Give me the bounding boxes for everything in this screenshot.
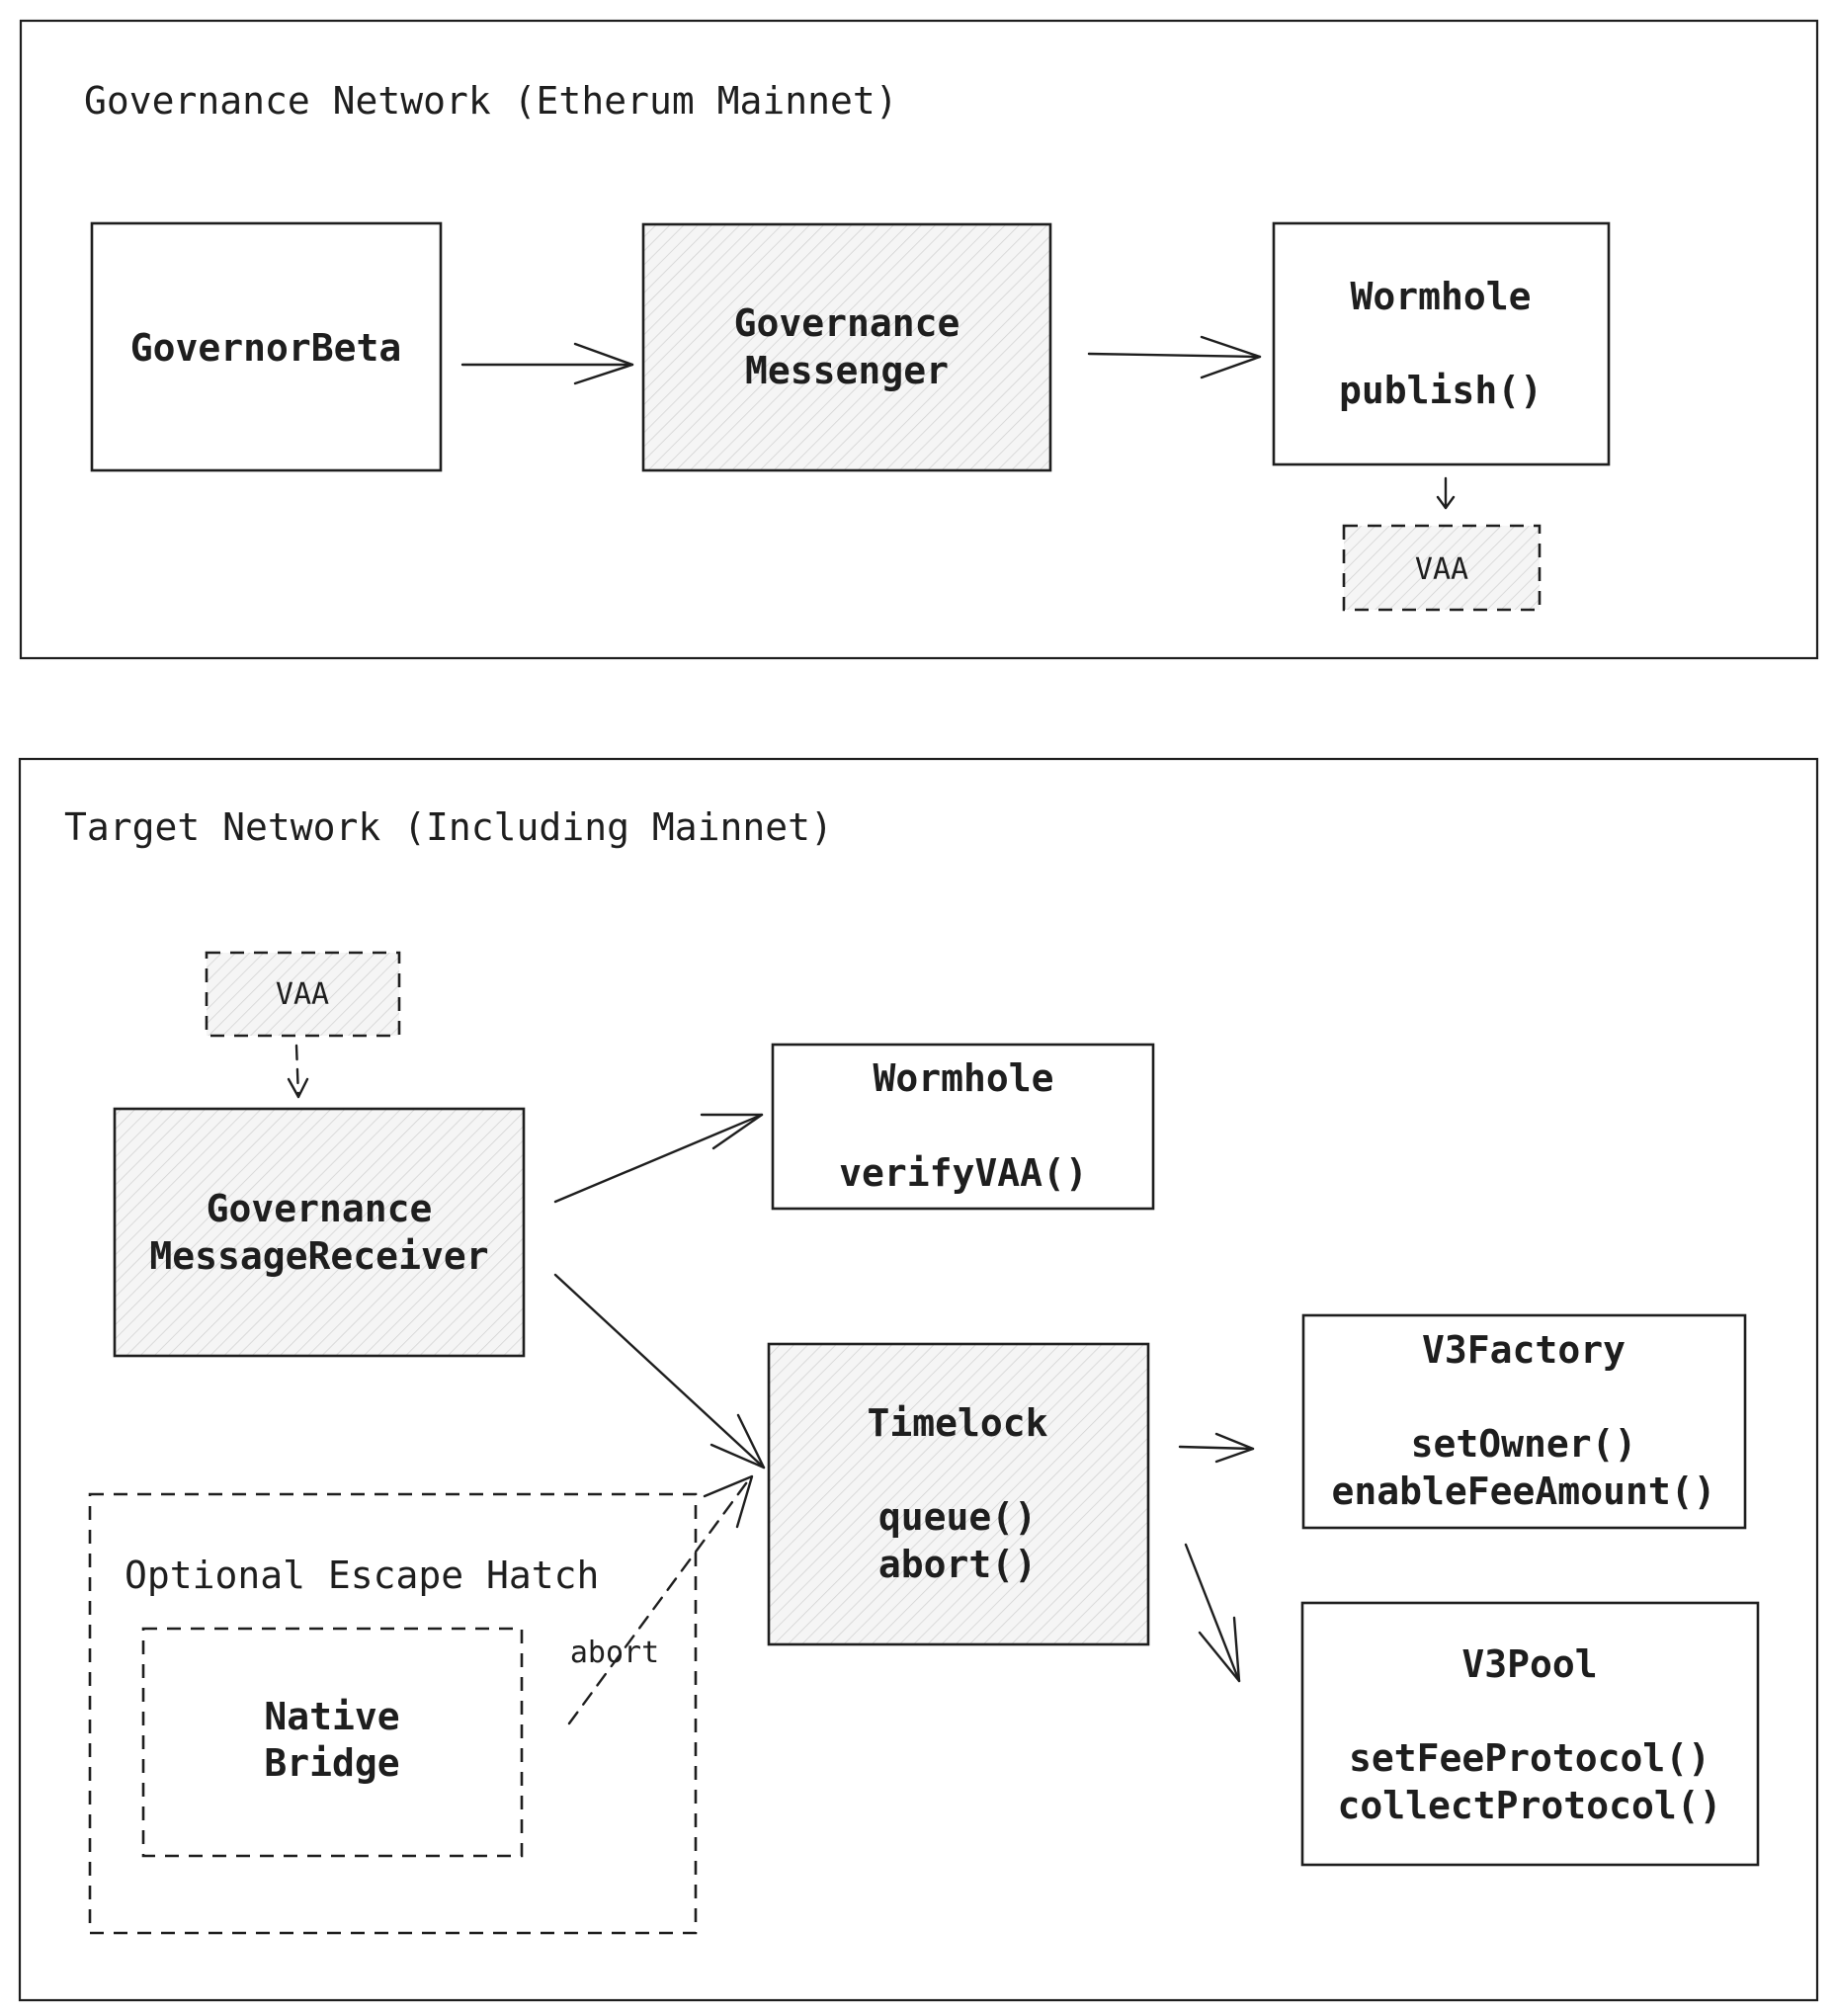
governance-message-receiver-node: Governance MessageReceiver bbox=[113, 1107, 526, 1358]
governance-messenger-node: Governance Messenger bbox=[641, 222, 1052, 472]
governance-messenger-label-line2: Messenger bbox=[745, 349, 949, 392]
v3pool-method-setfeeprotocol: setFeeProtocol() bbox=[1349, 1736, 1710, 1780]
governor-beta-box bbox=[90, 221, 443, 472]
governor-beta-label: GovernorBeta bbox=[130, 326, 402, 370]
governance-message-receiver-box bbox=[113, 1107, 526, 1358]
wormhole-publish-method: publish() bbox=[1339, 369, 1542, 412]
wormhole-verify-method: verifyVAA() bbox=[839, 1151, 1088, 1195]
arrow-bridge-to-timelock-abort bbox=[567, 1474, 754, 1725]
escape-hatch-group: Optional Escape Hatch Native Bridge abor… bbox=[88, 1492, 698, 1935]
arrow-timelock-to-v3factory bbox=[1178, 1432, 1255, 1464]
arrow-messenger-to-wormhole bbox=[1087, 335, 1262, 379]
vaa-output-label: VAA bbox=[1415, 552, 1468, 587]
governance-message-receiver-label-line1: Governance bbox=[207, 1187, 433, 1230]
vaa-output-box bbox=[1342, 524, 1542, 612]
timelock-method-abort: abort() bbox=[878, 1543, 1037, 1586]
timelock-method-queue: queue() bbox=[878, 1495, 1037, 1539]
v3pool-method-collectprotocol: collectProtocol() bbox=[1338, 1784, 1722, 1827]
v3pool-node: V3Pool setFeeProtocol() collectProtocol(… bbox=[1300, 1601, 1760, 1867]
governance-messenger-label-line1: Governance bbox=[734, 301, 960, 345]
vaa-output-node: VAA bbox=[1342, 524, 1542, 612]
target-network-frame bbox=[18, 757, 1819, 2002]
v3factory-method-enablefeeamount: enableFeeAmount() bbox=[1332, 1470, 1716, 1513]
vaa-input-label: VAA bbox=[276, 977, 329, 1012]
timelock-node: Timelock queue() abort() bbox=[767, 1342, 1150, 1646]
arrow-timelock-to-v3pool bbox=[1184, 1543, 1241, 1683]
wormhole-verify-node: Wormhole verifyVAA() bbox=[771, 1043, 1155, 1211]
v3factory-method-setowner: setOwner() bbox=[1411, 1422, 1637, 1466]
v3factory-name: V3Factory bbox=[1422, 1328, 1626, 1372]
v3pool-name: V3Pool bbox=[1461, 1642, 1597, 1686]
governance-network-panel: Governance Network (Etherum Mainnet) Gov… bbox=[19, 19, 1819, 660]
governance-network-frame bbox=[19, 19, 1819, 660]
arrow-receiver-to-wormhole bbox=[553, 1113, 764, 1204]
vaa-input-box bbox=[205, 951, 401, 1038]
governor-beta-node: GovernorBeta bbox=[90, 221, 443, 472]
native-bridge-label-line2: Bridge bbox=[264, 1741, 399, 1785]
escape-hatch-title: Optional Escape Hatch bbox=[125, 1554, 599, 1597]
governance-network-title: Governance Network (Etherum Mainnet) bbox=[84, 79, 898, 123]
wormhole-verify-name: Wormhole bbox=[873, 1056, 1053, 1100]
arrow-wormhole-to-vaa bbox=[1436, 476, 1456, 510]
governance-messenger-box bbox=[641, 222, 1052, 472]
native-bridge-box bbox=[141, 1627, 524, 1858]
wormhole-publish-name: Wormhole bbox=[1350, 275, 1531, 318]
wormhole-publish-box bbox=[1272, 221, 1611, 466]
arrow-vaa-to-receiver bbox=[287, 1044, 309, 1099]
abort-edge-label: abort bbox=[570, 1636, 659, 1670]
arrow-governorbeta-to-messenger bbox=[460, 342, 634, 385]
v3factory-box bbox=[1301, 1313, 1747, 1530]
v3factory-node: V3Factory setOwner() enableFeeAmount() bbox=[1301, 1313, 1747, 1530]
vaa-input-node: VAA bbox=[205, 951, 401, 1038]
native-bridge-label-line1: Native bbox=[264, 1695, 399, 1738]
governance-message-receiver-label-line2: MessageReceiver bbox=[149, 1234, 488, 1278]
timelock-box bbox=[767, 1342, 1150, 1646]
arrow-receiver-to-timelock bbox=[553, 1273, 766, 1470]
wormhole-verify-box bbox=[771, 1043, 1155, 1211]
native-bridge-node: Native Bridge bbox=[141, 1627, 524, 1858]
target-network-panel: Target Network (Including Mainnet) VAA G… bbox=[18, 757, 1819, 2002]
v3pool-box bbox=[1300, 1601, 1760, 1867]
target-network-title: Target Network (Including Mainnet) bbox=[64, 805, 833, 849]
wormhole-publish-node: Wormhole publish() bbox=[1272, 221, 1611, 466]
timelock-name: Timelock bbox=[867, 1401, 1047, 1445]
